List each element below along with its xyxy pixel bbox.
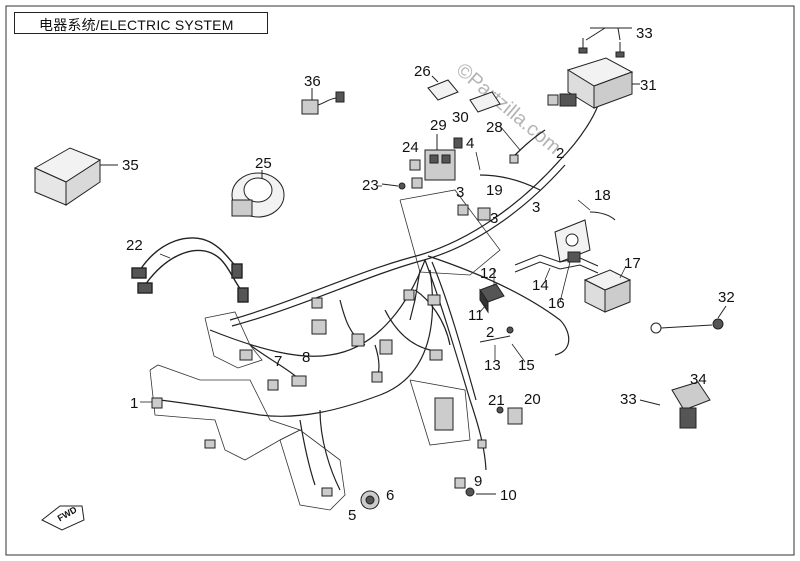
callout-31: 31 <box>640 77 657 94</box>
callout-21: 21 <box>488 392 505 409</box>
callout-11: 11 <box>468 307 484 324</box>
leader-33b <box>639 399 661 406</box>
callout-1: 1 <box>130 395 138 412</box>
callout-5: 5 <box>348 507 356 524</box>
callout-10: 10 <box>500 487 517 504</box>
leader-26 <box>431 75 439 83</box>
callout-6: 6 <box>386 487 394 504</box>
callout-16: 16 <box>548 295 565 312</box>
part-18-relay-housing <box>554 219 591 263</box>
callout-23: 23 <box>362 177 379 194</box>
callout-3c: 3 <box>532 199 540 216</box>
part-26b-plate <box>469 91 501 113</box>
diagram-title: 电器系统/ELECTRIC SYSTEM <box>39 17 234 33</box>
callout-33a: 33 <box>636 25 653 42</box>
callout-12: 12 <box>480 265 497 282</box>
callout-33b: 33 <box>620 391 637 408</box>
callout-15: 15 <box>518 357 535 374</box>
callout-30: 30 <box>452 109 469 126</box>
callout-13: 13 <box>484 357 501 374</box>
part-25-sensor <box>231 172 285 218</box>
part-35-module <box>33 147 102 206</box>
callout-28: 28 <box>486 119 503 136</box>
part-18-wire <box>589 211 616 221</box>
callout-7: 7 <box>274 353 282 370</box>
part-36-sensor <box>301 91 345 115</box>
callout-8: 8 <box>302 349 310 366</box>
part-33-screws-top <box>578 27 632 58</box>
callout-25: 25 <box>255 155 272 172</box>
callout-14: 14 <box>532 277 549 294</box>
callout-labels: 1 2 2 3 3 3 4 5 6 7 8 9 10 11 12 13 14 1… <box>122 25 735 524</box>
part-9-sensor <box>454 477 475 497</box>
frame-border <box>5 5 795 556</box>
harness-connectors <box>151 94 559 497</box>
callout-22: 22 <box>126 237 143 254</box>
callout-17: 17 <box>624 255 641 272</box>
callout-36: 36 <box>304 73 321 90</box>
callout-18: 18 <box>594 187 611 204</box>
leader-32 <box>717 305 727 319</box>
callout-2a: 2 <box>556 145 564 162</box>
callout-3b: 3 <box>490 210 498 227</box>
callout-20: 20 <box>524 391 541 408</box>
part-31-ecu <box>559 57 634 109</box>
part-22-sensor-cable <box>131 237 249 303</box>
leader-lines <box>140 125 627 403</box>
harness-outline <box>149 189 501 511</box>
part-29-relay <box>424 149 456 181</box>
callout-24: 24 <box>402 139 419 156</box>
part-23-bolt <box>381 182 406 190</box>
callout-19: 19 <box>486 182 503 199</box>
part-13-strip <box>479 326 514 343</box>
part-32-cable <box>650 318 724 334</box>
callout-29: 29 <box>430 117 447 134</box>
callout-4: 4 <box>466 135 474 152</box>
part-24-connectors <box>409 159 423 189</box>
part-30-fuse <box>453 137 463 149</box>
callout-34: 34 <box>690 371 707 388</box>
part-6-sensor <box>360 490 380 510</box>
part-20-sensor <box>496 406 523 425</box>
callout-9: 9 <box>474 473 482 490</box>
part-26-plate <box>427 79 459 101</box>
title-box: 电器系统/ELECTRIC SYSTEM <box>14 12 268 34</box>
callout-26: 26 <box>414 63 431 80</box>
fwd-arrow-icon: FWD <box>41 504 85 531</box>
part-14-bracket <box>514 254 599 274</box>
part-17-battery <box>583 269 632 313</box>
callout-35: 35 <box>122 157 139 174</box>
part-12-regulator <box>479 283 505 314</box>
callout-32: 32 <box>718 289 735 306</box>
callout-3a: 3 <box>456 184 464 201</box>
part-34-switch <box>671 381 711 429</box>
callout-2b: 2 <box>486 324 494 341</box>
